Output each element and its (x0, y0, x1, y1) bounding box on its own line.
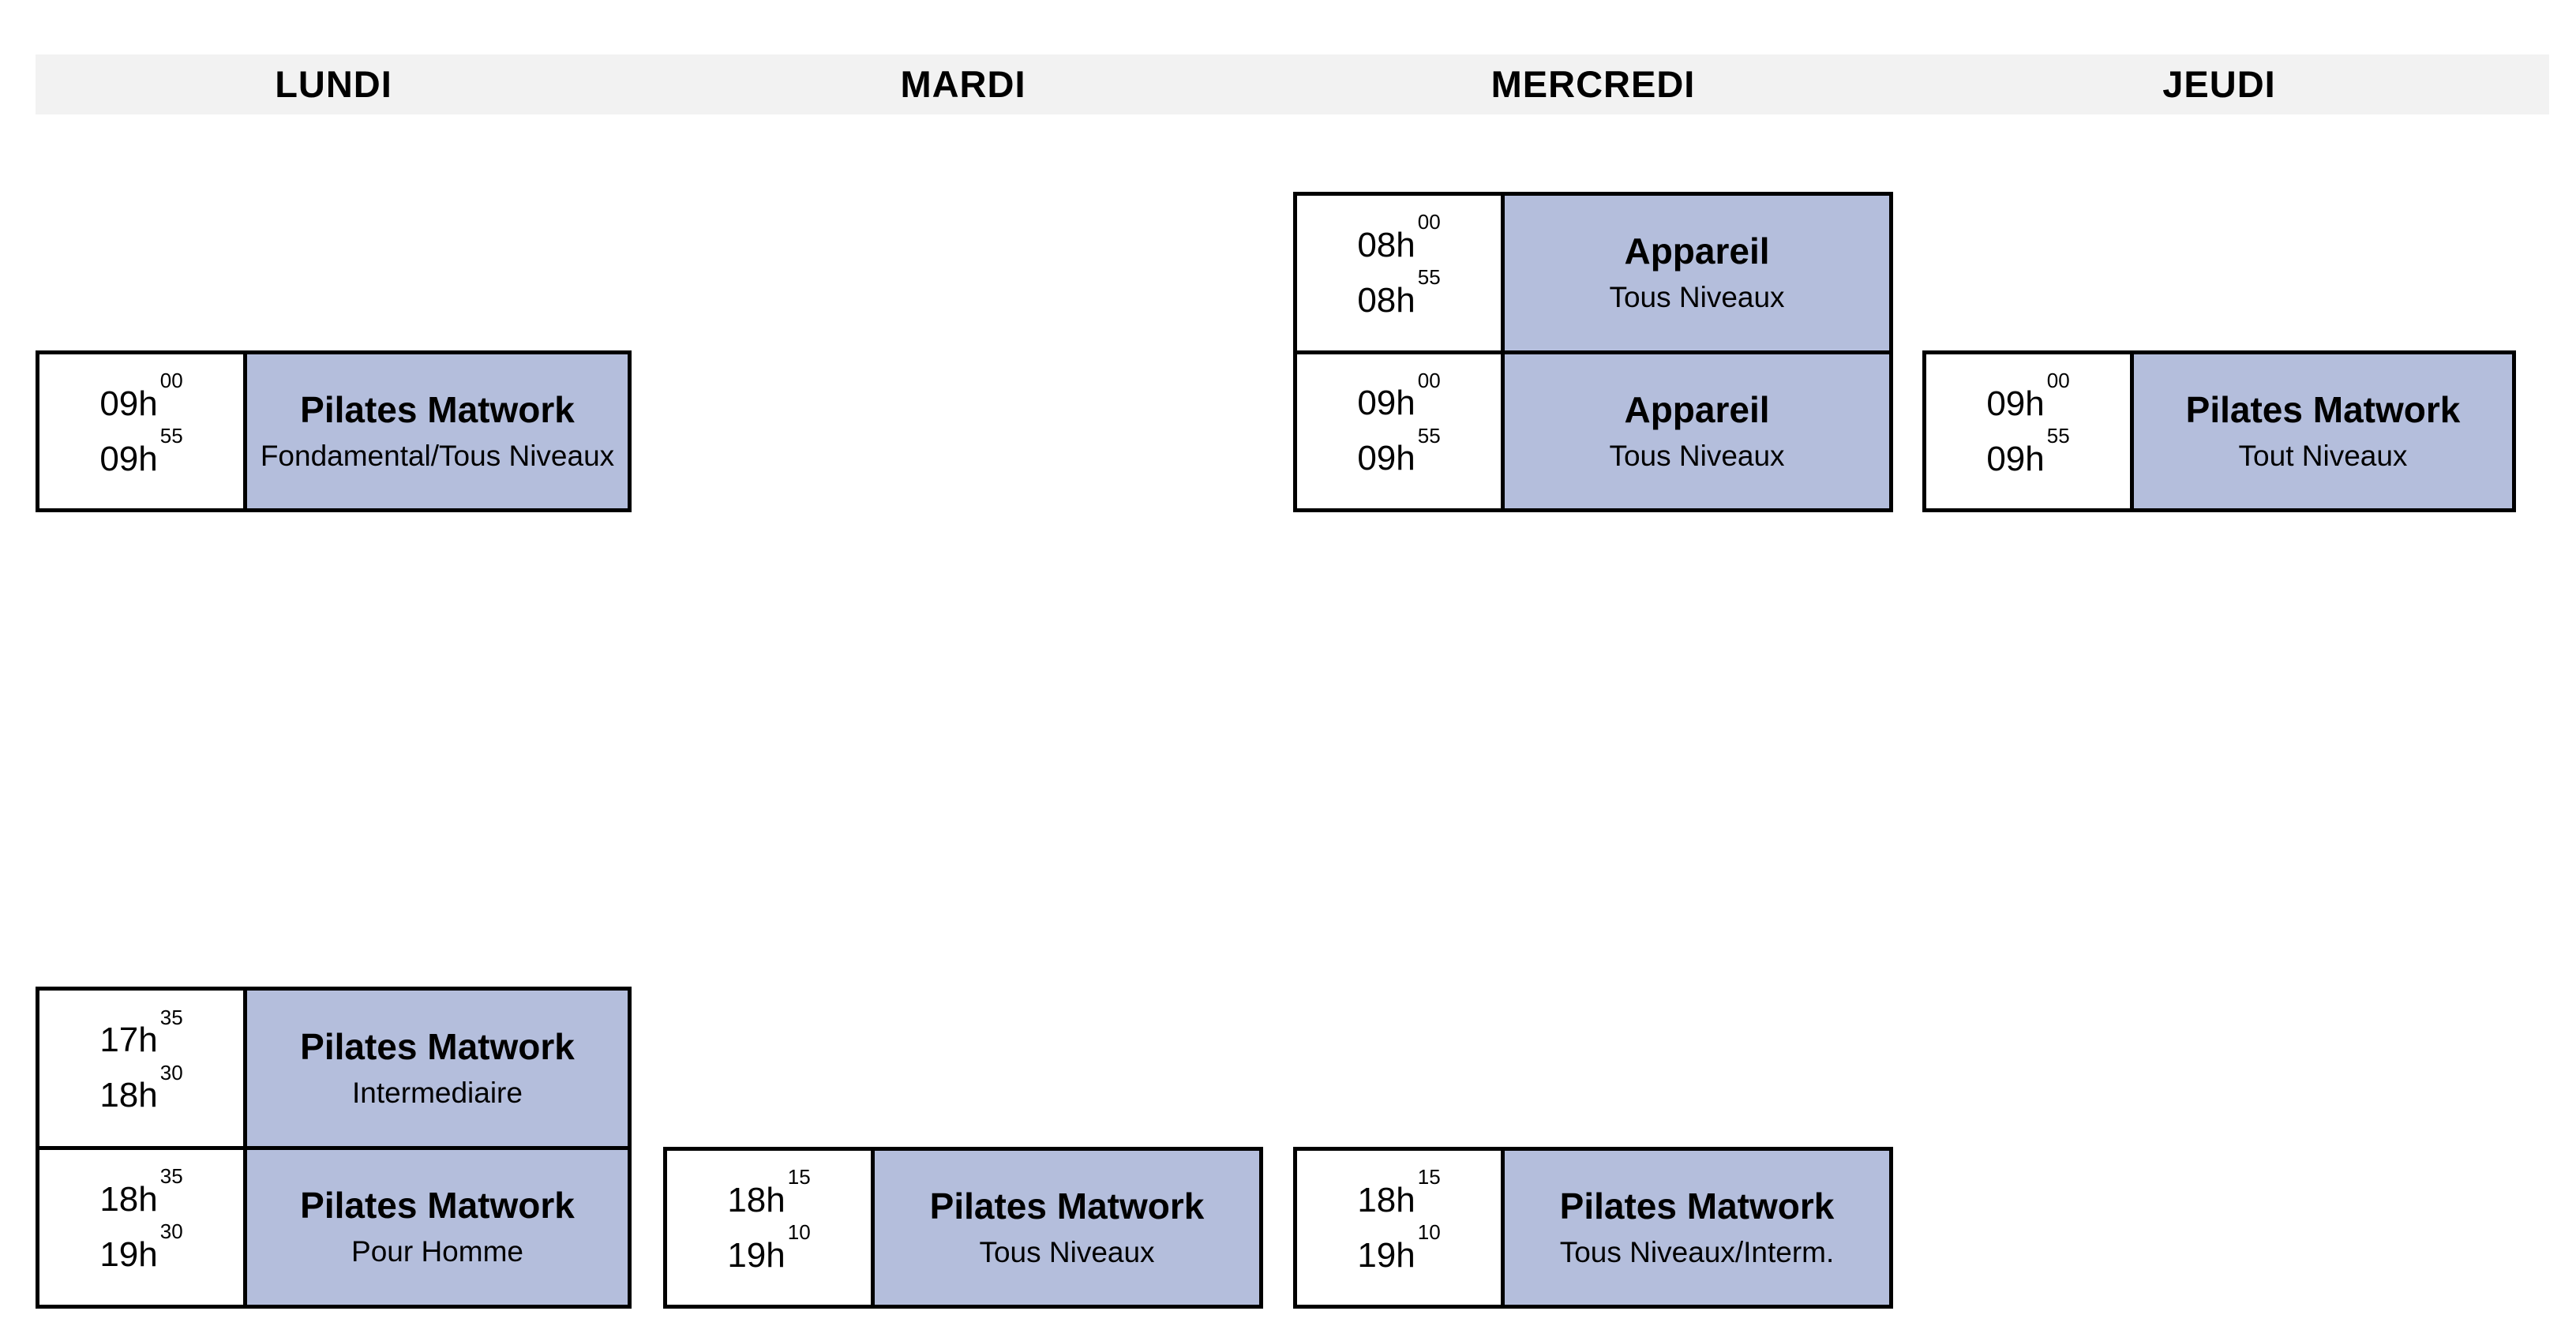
class-title: Appareil (1624, 230, 1770, 272)
day-header-bar (36, 54, 2549, 114)
time-cell: 08h00 08h55 (1297, 196, 1505, 350)
start-hour: 18h (99, 1179, 158, 1219)
start-time: 18h15 (1357, 1167, 1440, 1223)
end-time: 09h55 (1357, 425, 1440, 481)
start-hour: 09h (99, 384, 158, 423)
class-cell: Pilates Matwork Intermediaire (247, 991, 628, 1146)
start-minutes: 35 (159, 1164, 183, 1189)
schedule-row: 09h00 09h55 Pilates Matwork Tout Niveaux (1926, 354, 2512, 508)
class-title: Pilates Matwork (929, 1186, 1205, 1227)
class-title: Pilates Matwork (300, 1185, 575, 1227)
time-cell: 09h00 09h55 (1297, 354, 1505, 508)
class-title: Appareil (1624, 388, 1770, 430)
start-time: 17h35 (99, 1007, 182, 1063)
end-hour: 09h (1986, 439, 2045, 478)
class-title: Pilates Matwork (300, 1025, 575, 1067)
class-cell: Pilates Matwork Tous Niveaux (875, 1151, 1259, 1305)
class-cell: Pilates Matwork Tous Niveaux/Interm. (1505, 1151, 1889, 1305)
day-header-mardi: MARDI (900, 63, 1026, 105)
class-level: Tous Niveaux (1609, 281, 1785, 314)
end-hour: 09h (1357, 439, 1415, 478)
end-minutes: 55 (2046, 423, 2070, 448)
class-level: Tous Niveaux/Interm. (1559, 1236, 1835, 1268)
class-cell: Pilates Matwork Pour Homme (247, 1149, 628, 1305)
time-cell: 17h35 18h30 (39, 991, 247, 1146)
start-minutes: 35 (159, 1005, 183, 1029)
end-hour: 08h (1357, 280, 1415, 320)
class-level: Pour Homme (351, 1235, 523, 1268)
time-cell: 09h00 09h55 (39, 354, 247, 508)
end-time: 09h55 (99, 425, 182, 482)
class-level: Fondamental/Tous Niveaux (260, 440, 615, 472)
start-hour: 09h (1357, 384, 1415, 423)
end-minutes: 30 (159, 1060, 183, 1084)
schedule-row: 18h35 19h30 Pilates Matwork Pour Homme (39, 1145, 628, 1305)
start-minutes: 00 (2046, 368, 2070, 392)
schedule-block-jeudi-morning: 09h00 09h55 Pilates Matwork Tout Niveaux (1922, 350, 2516, 512)
end-minutes: 30 (159, 1219, 183, 1244)
class-title: Pilates Matwork (2185, 389, 2461, 430)
start-hour: 09h (1986, 384, 2045, 423)
start-time: 09h00 (1357, 370, 1440, 426)
schedule-row: 18h15 19h10 Pilates Matwork Tous Niveaux (667, 1151, 1259, 1305)
class-level: Tous Niveaux (979, 1236, 1155, 1268)
class-level: Intermediaire (352, 1076, 523, 1109)
day-header-mercredi: MERCREDI (1490, 63, 1696, 105)
end-hour: 19h (1357, 1235, 1415, 1275)
start-minutes: 00 (159, 368, 183, 392)
end-hour: 19h (99, 1234, 158, 1274)
time-cell: 09h00 09h55 (1926, 354, 2134, 508)
start-time: 18h35 (99, 1166, 182, 1223)
end-minutes: 55 (159, 423, 183, 448)
schedule-block-mercredi-evening: 18h15 19h10 Pilates Matwork Tous Niveaux… (1293, 1147, 1893, 1309)
end-time: 09h55 (1986, 425, 2069, 482)
end-time: 19h30 (99, 1221, 182, 1278)
day-header-jeudi: JEUDI (2162, 63, 2276, 105)
class-title: Pilates Matwork (1559, 1186, 1835, 1227)
start-minutes: 15 (1417, 1164, 1441, 1189)
start-hour: 08h (1357, 225, 1415, 264)
schedule-row: 17h35 18h30 Pilates Matwork Intermediair… (39, 991, 628, 1146)
end-hour: 19h (727, 1235, 786, 1275)
schedule-row: 09h00 09h55 Pilates Matwork Fondamental/… (39, 354, 628, 508)
end-time: 08h55 (1357, 267, 1440, 324)
end-hour: 18h (99, 1076, 158, 1115)
start-time: 09h00 (99, 370, 182, 427)
time-cell: 18h15 19h10 (1297, 1151, 1505, 1305)
end-minutes: 55 (1417, 423, 1441, 448)
start-time: 18h15 (727, 1167, 810, 1223)
end-hour: 09h (99, 439, 158, 478)
day-header-lundi: LUNDI (275, 63, 392, 105)
schedule-block-lundi-evening: 17h35 18h30 Pilates Matwork Intermediair… (36, 987, 632, 1309)
end-time: 19h10 (1357, 1222, 1440, 1279)
class-cell: Pilates Matwork Fondamental/Tous Niveaux (247, 354, 628, 508)
schedule-row: 18h15 19h10 Pilates Matwork Tous Niveaux… (1297, 1151, 1889, 1305)
schedule-block-lundi-morning: 09h00 09h55 Pilates Matwork Fondamental/… (36, 350, 632, 512)
time-cell: 18h35 19h30 (39, 1149, 247, 1305)
class-cell: Appareil Tous Niveaux (1505, 354, 1889, 508)
start-minutes: 00 (1417, 210, 1441, 234)
time-cell: 18h15 19h10 (667, 1151, 875, 1305)
class-title: Pilates Matwork (300, 389, 575, 430)
schedule-row: 08h00 08h55 Appareil Tous Niveaux (1297, 196, 1889, 350)
start-time: 08h00 (1357, 212, 1440, 268)
end-time: 19h10 (727, 1222, 810, 1279)
schedule-block-mercredi-morning: 08h00 08h55 Appareil Tous Niveaux 09h00 … (1293, 192, 1893, 512)
class-cell: Appareil Tous Niveaux (1505, 196, 1889, 350)
end-time: 18h30 (99, 1062, 182, 1118)
start-minutes: 15 (787, 1164, 811, 1189)
schedule-block-mardi-evening: 18h15 19h10 Pilates Matwork Tous Niveaux (663, 1147, 1263, 1309)
start-hour: 18h (727, 1180, 786, 1219)
class-level: Tout Niveaux (2238, 440, 2408, 472)
schedule-row: 09h00 09h55 Appareil Tous Niveaux (1297, 350, 1889, 508)
class-level: Tous Niveaux (1609, 439, 1785, 472)
end-minutes: 10 (787, 1219, 811, 1244)
class-cell: Pilates Matwork Tout Niveaux (2134, 354, 2512, 508)
start-hour: 17h (99, 1021, 158, 1060)
end-minutes: 55 (1417, 265, 1441, 290)
start-minutes: 00 (1417, 368, 1441, 392)
start-hour: 18h (1357, 1180, 1415, 1219)
end-minutes: 10 (1417, 1219, 1441, 1244)
start-time: 09h00 (1986, 370, 2069, 427)
